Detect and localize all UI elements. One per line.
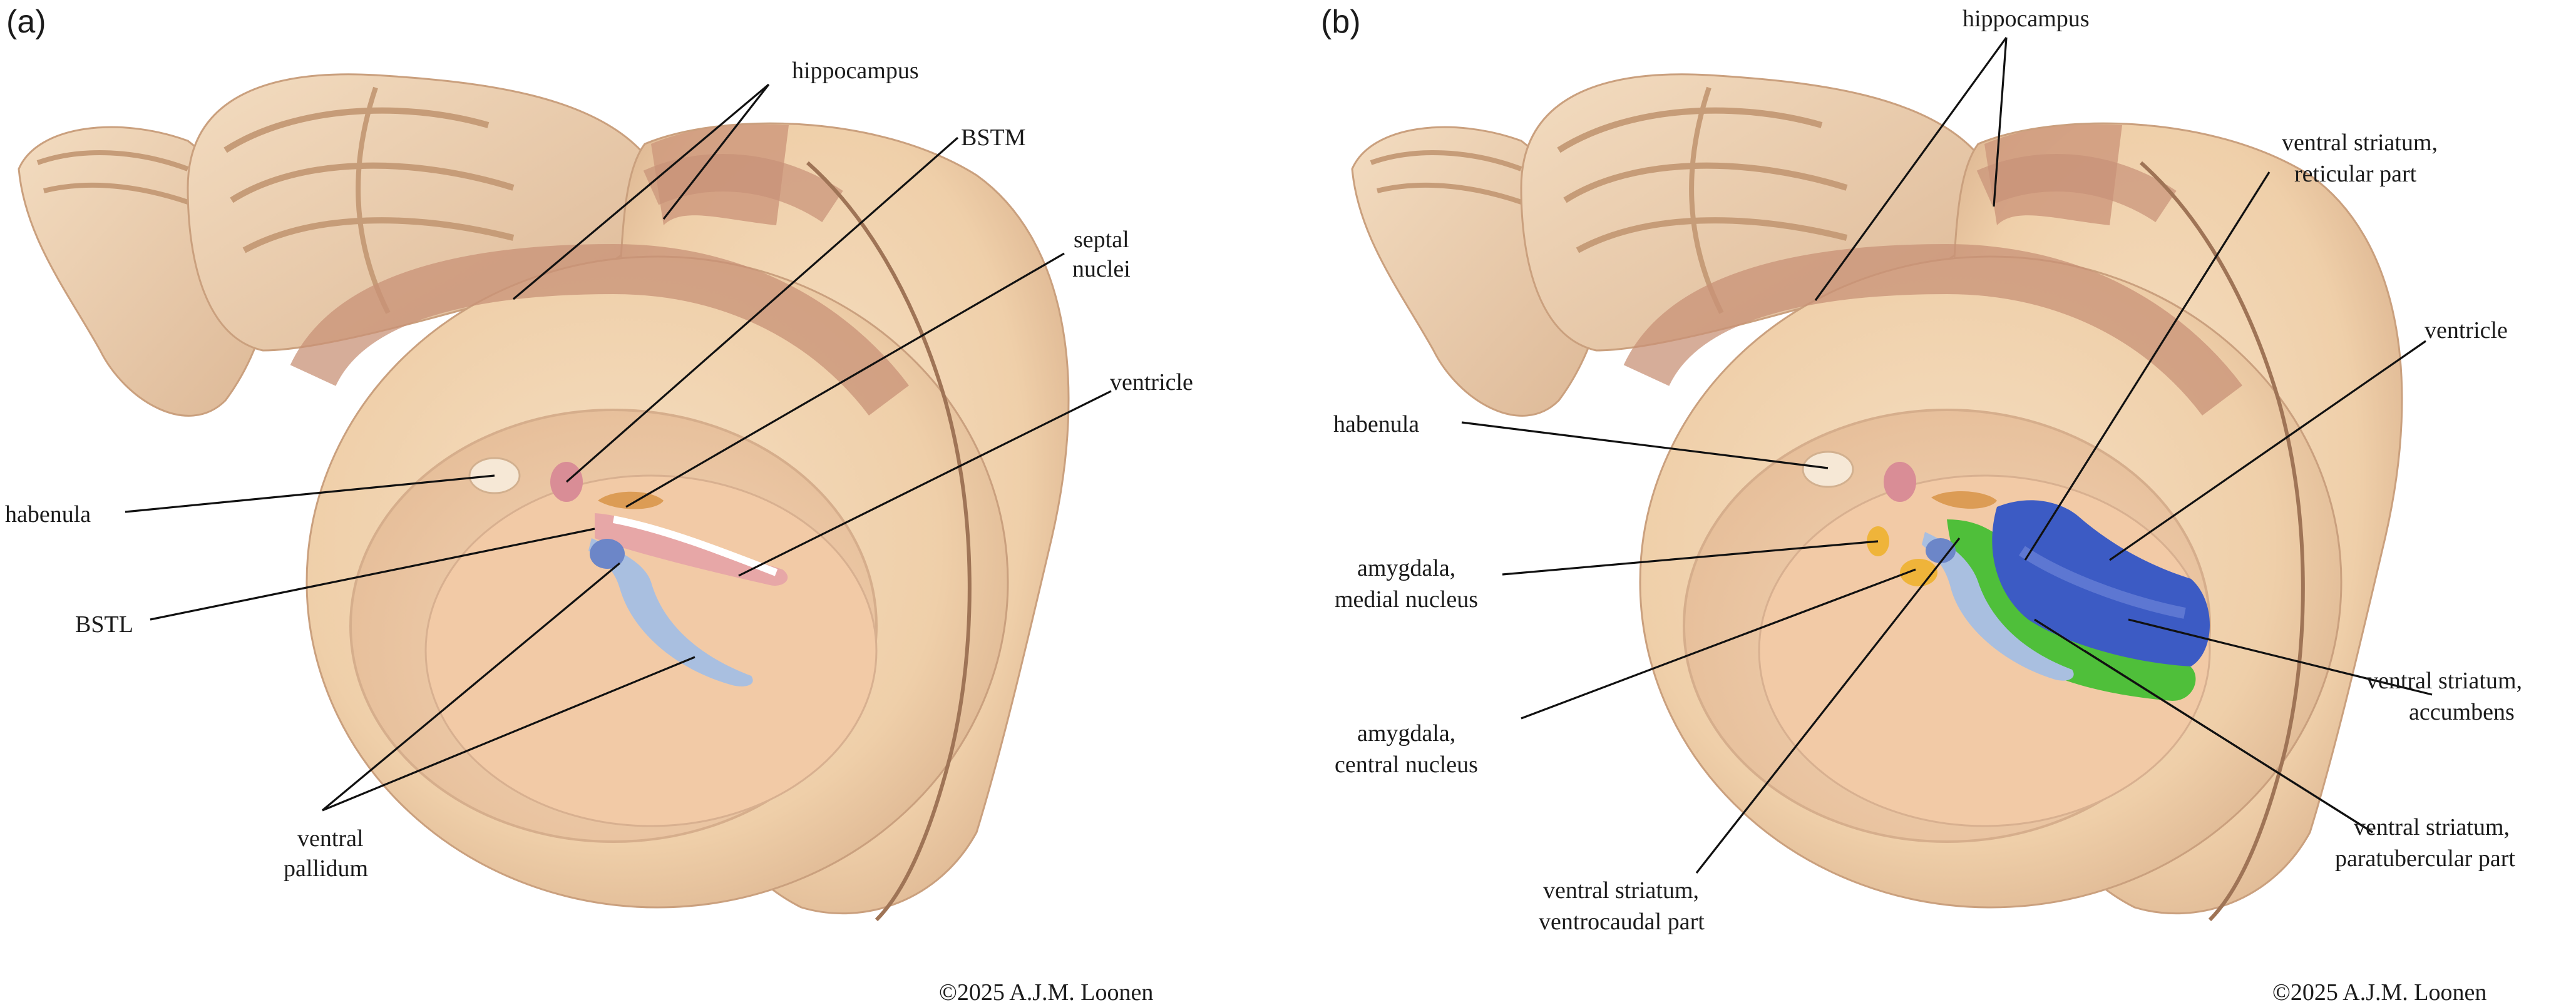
leader-b-ventricle [2109, 340, 2426, 561]
label-b-vs-paratubercular-1: ventral striatum, [2354, 814, 2510, 840]
label-b-habenula: habenula [1333, 411, 1419, 437]
label-a-hippocampus: hippocampus [792, 58, 919, 84]
label-b-ventricle: ventricle [2425, 317, 2508, 344]
label-b-amygdala-medial-1: amygdala, [1357, 555, 1455, 581]
label-b-amygdala-central-1: amygdala, [1357, 720, 1455, 747]
label-b-hippocampus: hippocampus [1963, 6, 2090, 32]
copyright-b: ©2025 A.J.M. Loonen [2272, 979, 2486, 1005]
label-a-ventricle: ventricle [1110, 369, 1193, 395]
brain-illustration-b [1351, 73, 2403, 922]
leader-a-ventricle [738, 390, 1112, 577]
brain-illustration-a [18, 73, 1070, 922]
leader-b-habenula [1461, 421, 1829, 469]
panel-b: (b) [1321, 4, 2522, 1005]
leader-b-vs-reticular [2024, 171, 2271, 561]
leader-a-vp-2 [322, 656, 695, 812]
label-a-vp-1: ventral [297, 825, 364, 852]
label-a-bstm: BSTM [961, 125, 1025, 151]
label-b-amygdala-central-2: central nucleus [1335, 752, 1478, 778]
label-a-habenula: habenula [5, 501, 91, 528]
label-b-vs-reticular-1: ventral striatum, [2282, 130, 2438, 156]
leader-a-hippocampus-1 [512, 83, 770, 300]
panel-a: (a) [5, 4, 1193, 1005]
label-b-vs-paratubercular-2: paratubercular part [2335, 845, 2515, 872]
label-b-vs-accumbens-1: ventral striatum, [2366, 668, 2522, 694]
label-b-vs-reticular-2: reticular part [2294, 161, 2417, 187]
leader-b-amygdala-medial [1502, 540, 1879, 576]
panel-a-label: (a) [6, 4, 46, 40]
label-a-septal-1: septal [1074, 227, 1129, 253]
leader-a-habenula [125, 474, 495, 513]
leader-a-hippocampus-2 [662, 84, 770, 220]
leader-b-vs-paratubercular-2 [2084, 650, 2373, 834]
panel-b-label: (b) [1321, 4, 1361, 40]
leader-b-hippocampus-2 [1993, 37, 2008, 207]
label-a-bstl: BSTL [75, 611, 133, 638]
label-b-vs-ventrocaudal-2: ventrocaudal part [1539, 909, 1705, 935]
leader-a-septal [625, 252, 1065, 508]
label-a-vp-2: pallidum [284, 855, 368, 882]
leader-b-vs-ventrocaudal [1695, 538, 1961, 874]
leader-a-vp-1 [321, 562, 621, 812]
label-b-vs-accumbens-2: accumbens [2409, 699, 2515, 725]
leader-a-bstl [150, 528, 595, 621]
label-b-amygdala-medial-2: medial nucleus [1335, 586, 1478, 613]
label-b-vs-ventrocaudal-1: ventral striatum, [1543, 877, 1699, 904]
leader-b-amygdala-central [1521, 568, 1916, 720]
leader-b-hippocampus-1 [1814, 37, 2008, 301]
copyright-a: ©2025 A.J.M. Loonen [939, 979, 1153, 1005]
leader-a-bstm [565, 136, 959, 483]
leader-b-vs-accumbens [2128, 618, 2433, 696]
label-a-septal-2: nuclei [1072, 256, 1131, 282]
